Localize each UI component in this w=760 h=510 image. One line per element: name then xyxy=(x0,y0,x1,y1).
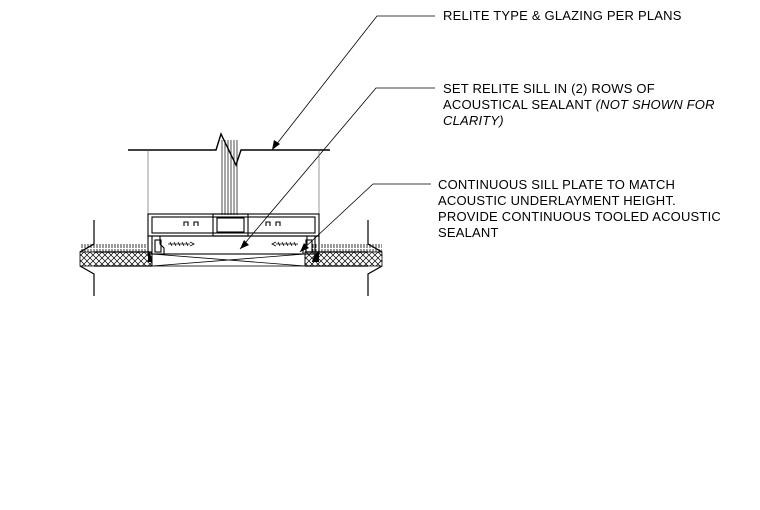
note-sill-sealant-line2-main: ACOUSTICAL SEALANT xyxy=(443,97,596,112)
arrowhead-relite xyxy=(272,140,280,150)
sill-frame-extrusion xyxy=(147,213,320,255)
note-relite-type-text: RELITE TYPE & GLAZING PER PLANS xyxy=(443,8,682,23)
leader-line-sill-plate xyxy=(299,183,431,253)
note-sill-plate-line3: PROVIDE CONTINUOUS TOOLED ACOUSTIC xyxy=(438,209,721,224)
fastener-screws xyxy=(168,241,298,247)
leader-line-relite xyxy=(271,15,435,151)
note-sill-plate: CONTINUOUS SILL PLATE TO MATCH ACOUSTIC … xyxy=(438,177,721,241)
floor-assembly-left xyxy=(79,220,153,296)
note-relite-type: RELITE TYPE & GLAZING PER PLANS xyxy=(443,8,682,24)
note-sill-sealant: SET RELITE SILL IN (2) ROWS OF ACOUSTICA… xyxy=(443,81,715,129)
note-sill-plate-line4: SEALANT xyxy=(438,225,499,240)
note-sill-plate-line1: CONTINUOUS SILL PLATE TO MATCH xyxy=(438,177,676,192)
note-sill-sealant-line3: CLARITY) xyxy=(443,113,504,128)
glazing-pane xyxy=(221,140,238,215)
acoustic-sealant-beads xyxy=(148,250,319,262)
note-sill-sealant-line2-italic: (NOT SHOWN FOR xyxy=(595,97,715,112)
floor-assembly-right xyxy=(304,220,383,296)
note-sill-plate-line2: ACOUSTIC UNDERLAYMENT HEIGHT. xyxy=(438,193,676,208)
note-sill-sealant-line2: ACOUSTICAL SEALANT (NOT SHOWN FOR xyxy=(443,97,715,113)
sill-plate xyxy=(151,253,306,267)
note-sill-sealant-line1: SET RELITE SILL IN (2) ROWS OF xyxy=(443,81,655,96)
arrowhead-sill-plate xyxy=(300,243,309,252)
relite-frame-outline xyxy=(147,150,320,214)
leader-line-sealant xyxy=(239,87,435,250)
relite-break-line xyxy=(128,132,330,167)
arrowhead-sealant xyxy=(240,240,249,249)
